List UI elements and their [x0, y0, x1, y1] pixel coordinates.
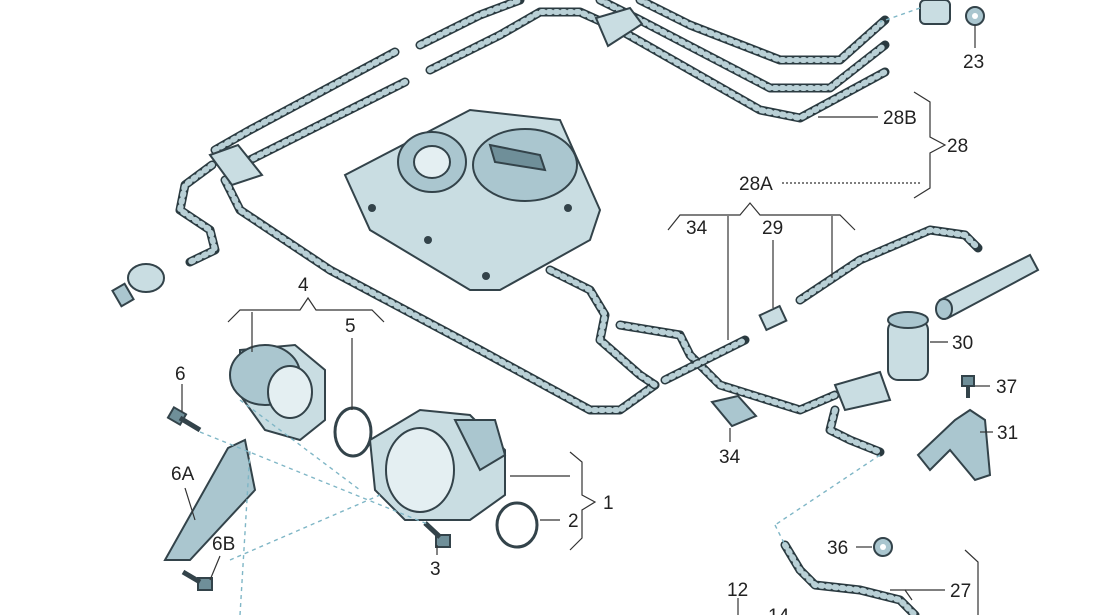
label-5: 5 [345, 316, 356, 337]
bolt-6B [181, 569, 213, 591]
hose-clamp-upper [594, 6, 644, 48]
vacuum-hoses [175, 0, 983, 615]
connector-29 [758, 304, 788, 332]
label-29: 29 [762, 218, 783, 239]
throttle-body-4 [229, 343, 326, 442]
o-ring-2 [495, 501, 539, 549]
label-6A: 6A [171, 464, 195, 485]
part-labels: 4 5 6 6A 6B 3 1 2 23 28B 28 28A 34 29 30… [171, 52, 1018, 615]
nut-36 [873, 537, 893, 557]
nut-23 [965, 6, 985, 26]
bolt-37 [961, 375, 975, 398]
label-28: 28 [947, 136, 968, 157]
label-12: 12 [727, 580, 748, 601]
hose-clamp-34 [710, 394, 758, 428]
cylinder-head-cover [343, 108, 602, 291]
vacuum-pipe-right [935, 253, 1040, 320]
label-23: 23 [963, 52, 984, 73]
connector-top-right [919, 0, 951, 25]
vacuum-reservoir-left [111, 263, 165, 308]
bracket-6A [163, 438, 257, 561]
label-3: 3 [430, 559, 441, 580]
label-27: 27 [950, 581, 971, 602]
label-2: 2 [568, 511, 579, 532]
label-34-upper: 34 [686, 218, 708, 239]
label-4: 4 [298, 275, 309, 296]
label-28B: 28B [883, 108, 917, 129]
label-34-lower: 34 [719, 447, 741, 468]
leader-lines [181, 25, 993, 615]
label-6B: 6B [212, 534, 235, 555]
label-31: 31 [997, 423, 1018, 444]
label-30: 30 [952, 333, 973, 354]
solenoid-valve-30 [833, 311, 929, 412]
label-36: 36 [827, 538, 848, 559]
hose-clamp-left [208, 143, 264, 187]
label-1: 1 [603, 493, 614, 514]
guide-lines [199, 7, 921, 615]
bracket-31 [916, 408, 992, 482]
bolt-3 [423, 521, 451, 548]
label-6: 6 [175, 364, 186, 385]
bolt-6 [166, 405, 202, 433]
label-14: 14 [768, 606, 790, 615]
throttle-control-module-1 [368, 408, 507, 521]
label-37: 37 [996, 377, 1017, 398]
label-28A: 28A [739, 174, 773, 195]
o-ring-5 [333, 406, 373, 458]
